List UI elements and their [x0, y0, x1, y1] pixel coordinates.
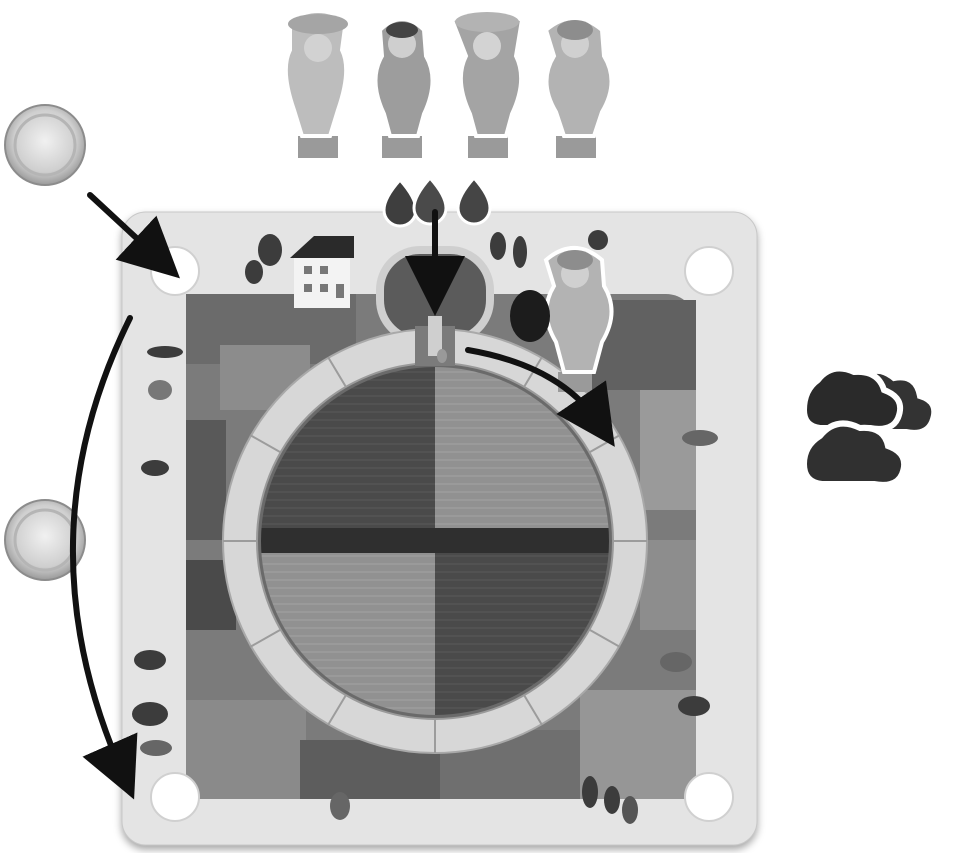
corner-hole-top-right [684, 246, 734, 296]
round-tokens [4, 104, 86, 581]
water-drop-inlet [437, 349, 447, 363]
trees [132, 230, 718, 824]
arrow-water-to-field [465, 347, 615, 447]
arrow-token-to-corner [87, 192, 181, 279]
farmer-token[interactable] [283, 9, 349, 158]
cloud-icon[interactable] [800, 420, 908, 488]
round-token[interactable] [4, 104, 86, 186]
round-token[interactable] [4, 499, 86, 581]
center-path [261, 528, 609, 553]
farmer-on-board[interactable] [510, 246, 614, 392]
water-drop-icon[interactable] [382, 177, 418, 228]
water-drop-icon[interactable] [456, 175, 492, 226]
farmer-token[interactable] [543, 16, 614, 158]
arrow-rotate-board [69, 315, 138, 800]
farmer-token[interactable] [373, 17, 435, 158]
cloud-icon[interactable] [800, 365, 904, 432]
cloud-tokens [800, 365, 938, 488]
corner-hole-bottom-right [684, 772, 734, 822]
arrows [69, 192, 615, 800]
farmer-tokens [283, 9, 614, 158]
farmer-token[interactable] [449, 9, 525, 158]
game-board [121, 211, 758, 846]
water-drop-icon[interactable] [412, 175, 448, 226]
corner-hole-bottom-left [150, 772, 200, 822]
farmhouse [290, 236, 354, 308]
